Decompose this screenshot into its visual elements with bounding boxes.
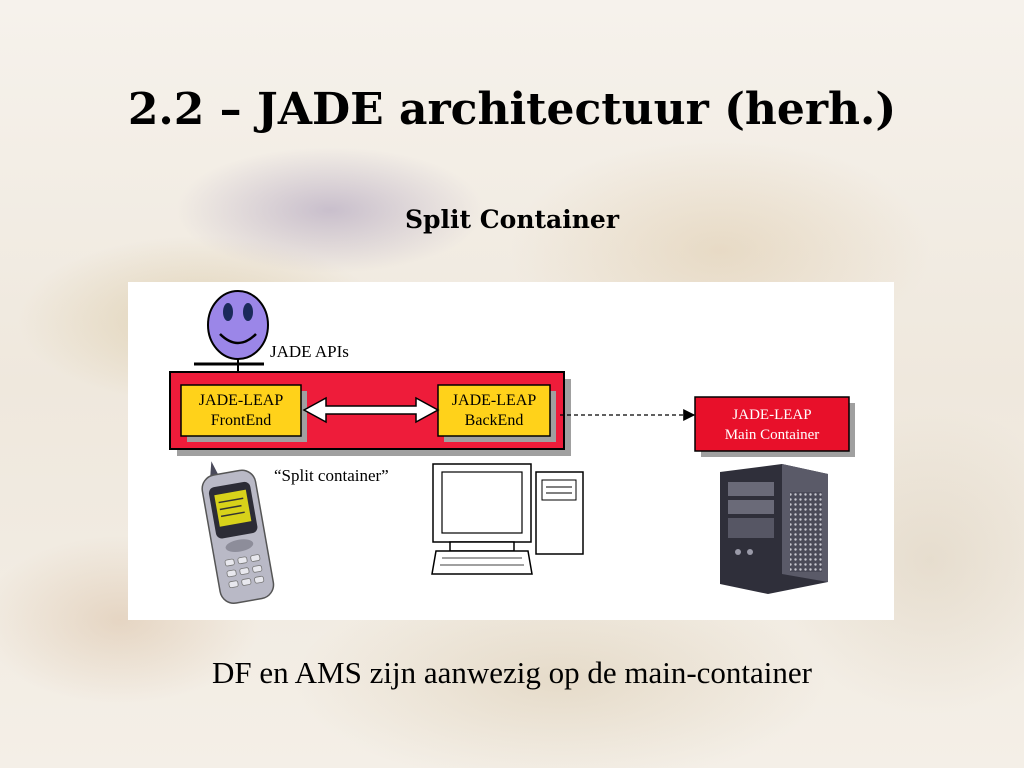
- jade-apis-label: JADE APIs: [270, 342, 349, 361]
- backend-box: JADE-LEAP BackEnd: [437, 384, 556, 442]
- main-container-label-line2: Main Container: [725, 427, 820, 443]
- backend-label-line2: BackEnd: [465, 412, 524, 429]
- frontend-label-line1: JADE-LEAP: [199, 392, 284, 409]
- desktop-computer-icon: [431, 463, 584, 575]
- slide-title: 2.2 – JADE architectuur (herh.): [127, 84, 897, 135]
- frontend-box: JADE-LEAP FrontEnd: [180, 384, 307, 442]
- mobile-phone-icon: [201, 461, 275, 604]
- smiley-user-icon: [194, 290, 269, 374]
- main-container-box: JADE-LEAP Main Container: [694, 396, 855, 457]
- slide-caption: DF en AMS zijn aanwezig op de main-conta…: [211, 655, 813, 690]
- main-container-label-line1: JADE-LEAP: [732, 407, 811, 423]
- server-tower-icon: [720, 464, 828, 594]
- frontend-label-line2: FrontEnd: [211, 412, 271, 429]
- frontend-backend-arrow: [302, 396, 440, 424]
- backend-label-line1: JADE-LEAP: [452, 392, 537, 409]
- architecture-diagram: JADE APIs JADE-LEAP FrontEnd JADE-LEAP B…: [128, 282, 894, 620]
- slide-subtitle: Split Container: [404, 205, 620, 234]
- split-container-label: “Split container”: [274, 466, 389, 485]
